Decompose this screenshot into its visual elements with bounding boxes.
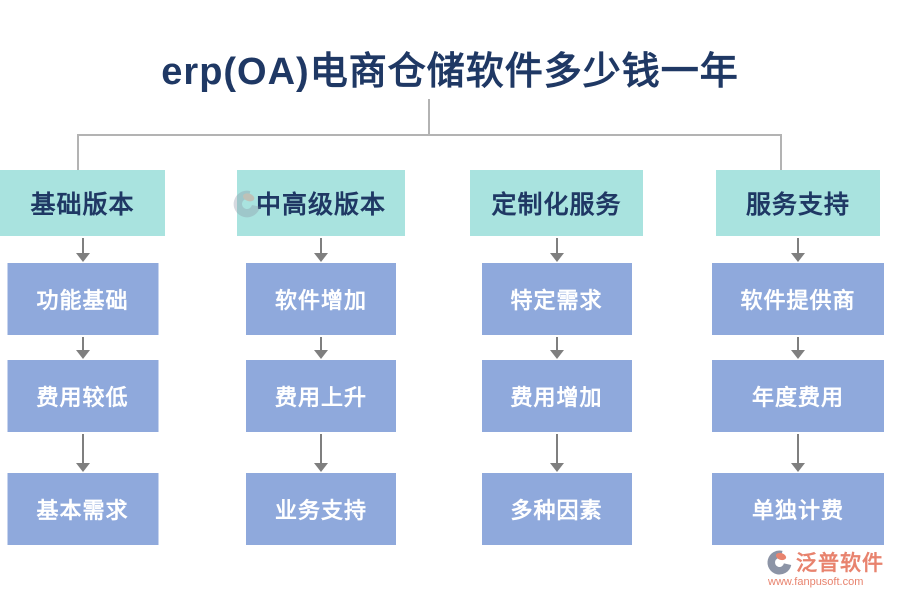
flow-node: 费用增加 [481,360,632,432]
down-arrow-icon [549,434,565,472]
flow-node: 多种因素 [481,473,632,545]
flow-node: 业务支持 [246,473,396,545]
column-mid-high-version: 中高级版本 软件增加 费用上升 业务支持 [237,170,405,550]
column-header: 定制化服务 [470,170,643,236]
fanpu-logo-icon [767,550,792,574]
down-arrow-icon [313,238,329,262]
column-basic-version: 基础版本 功能基础 费用较低 基本需求 [0,170,165,550]
connector-line [428,99,430,135]
down-arrow-icon [75,337,91,359]
column-header: 中高级版本 [237,170,405,236]
flow-node: 单独计费 [712,473,884,545]
down-arrow-icon [549,238,565,262]
down-arrow-icon [549,337,565,359]
page-title: erp(OA)电商仓储软件多少钱一年 [161,51,739,93]
flow-node: 功能基础 [7,263,158,335]
down-arrow-icon [790,238,806,262]
connector-line [780,135,782,171]
flow-node: 软件提供商 [712,263,884,335]
column-header: 基础版本 [0,170,165,236]
brand-url: www.fanpusoft.com [768,576,864,588]
down-arrow-icon [313,337,329,359]
down-arrow-icon [313,434,329,472]
down-arrow-icon [75,238,91,262]
down-arrow-icon [790,337,806,359]
connector-line [77,135,79,171]
down-arrow-icon [790,434,806,472]
flow-node: 年度费用 [712,360,884,432]
column-custom-service: 定制化服务 特定需求 费用增加 多种因素 [470,170,643,550]
column-service-support: 服务支持 软件提供商 年度费用 单独计费 [712,170,884,550]
brand-name: 泛普软件 [796,552,884,575]
flow-node: 费用较低 [7,360,158,432]
flow-node: 费用上升 [246,360,396,432]
column-header: 服务支持 [716,170,880,236]
watermark-logo-icon [233,190,261,218]
flow-node: 基本需求 [7,473,158,545]
connector-line [77,134,782,136]
footer-brand: 泛普软件 www.fanpusoft.com [766,547,896,588]
flow-node: 特定需求 [481,263,632,335]
flow-node: 软件增加 [246,263,396,335]
down-arrow-icon [75,434,91,472]
